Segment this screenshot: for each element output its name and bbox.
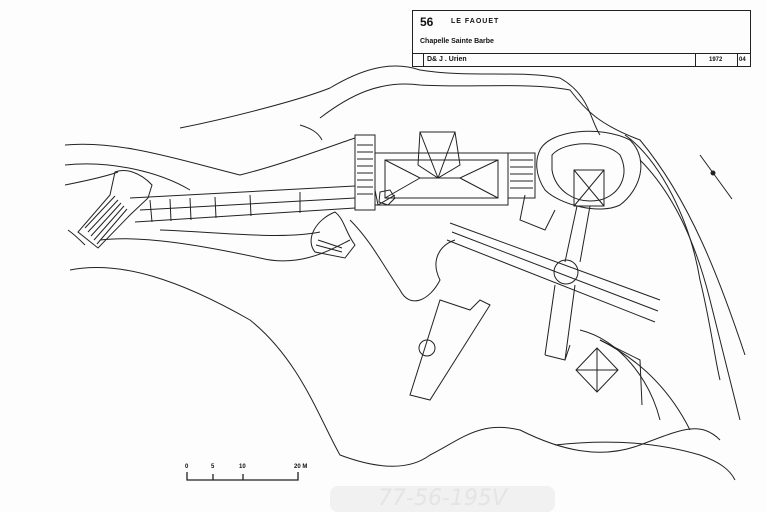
scale-tick-20m: 20 M: [294, 464, 308, 470]
tower-and-stairs: [446, 169, 661, 406]
lower-building: [409, 299, 619, 401]
title-block: 56 LE FAOUET Chapelle Sainte Barbe D& J …: [412, 10, 751, 67]
scale-bar: [186, 472, 299, 481]
scale-tick-0: 0: [185, 464, 189, 470]
sheet-number: 04: [739, 57, 746, 63]
scale-tick-10: 10: [239, 464, 246, 470]
department-number: 56: [420, 15, 434, 29]
title-block-footer: D& J . Urien 1972 04: [413, 53, 750, 67]
authors: D& J . Urien: [427, 56, 467, 63]
ramp-stairs: [129, 185, 356, 223]
year: 1972: [709, 57, 723, 63]
monument-name: Chapelle Sainte Barbe: [420, 38, 494, 45]
north-arrow: [699, 154, 733, 200]
left-staircase: [77, 170, 153, 249]
chapel-building: [354, 131, 536, 211]
curved-stair: [310, 211, 356, 259]
archive-stamp: 77-56-195V: [330, 486, 555, 512]
commune-name: LE FAOUET: [451, 18, 500, 25]
scale-tick-5: 5: [211, 464, 215, 470]
terrain-contours: [64, 65, 746, 481]
